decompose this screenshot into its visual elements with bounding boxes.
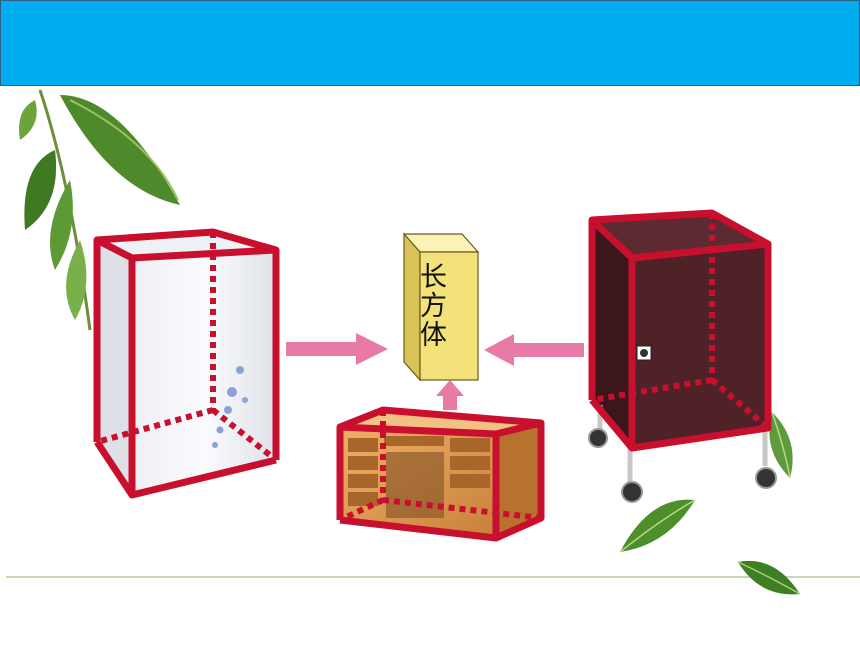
arrow-right-icon <box>286 333 388 365</box>
leaf-icon <box>737 560 801 595</box>
cabinet-object <box>588 209 777 503</box>
cuboid-shape <box>402 232 480 382</box>
header-bar <box>0 0 860 86</box>
arrow-up-icon <box>436 380 464 410</box>
leaf-branch-icon <box>19 89 180 331</box>
leaf-icon <box>769 411 793 479</box>
cuboid-label: 长方体 <box>415 262 446 349</box>
leaf-icon <box>619 499 696 553</box>
footer-divider <box>6 576 860 578</box>
desk-object <box>336 406 545 542</box>
freezer-object <box>93 228 280 499</box>
arrow-left-icon <box>484 334 584 366</box>
